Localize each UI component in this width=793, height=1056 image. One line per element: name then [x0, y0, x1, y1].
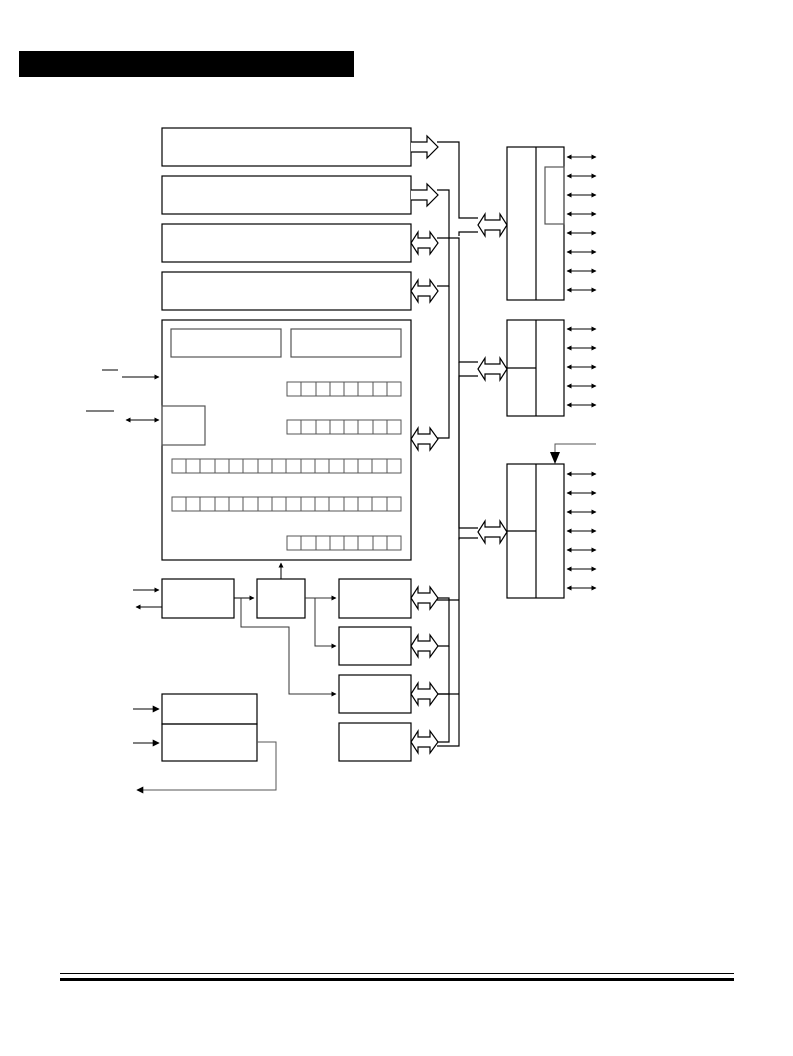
peripheral-3	[338, 674, 412, 714]
bus-arrow-per2	[410, 632, 439, 660]
clock-block-a	[161, 578, 235, 619]
power-out	[136, 741, 277, 794]
peripheral-1	[338, 578, 412, 619]
bus-arrow-mem4	[410, 277, 439, 305]
memory-block-2	[161, 175, 412, 215]
power-block-bottom	[161, 723, 258, 762]
bus-arrow-port-b	[477, 355, 508, 383]
bus-arrow-per4	[410, 728, 439, 756]
memory-block-4	[161, 271, 412, 311]
cpu-core	[161, 319, 412, 561]
register-row-5	[286, 535, 402, 551]
port-c-input-line	[554, 443, 596, 458]
bus-arrow-mem1	[411, 134, 439, 160]
peripheral-2	[338, 626, 412, 666]
port-pins	[566, 154, 597, 591]
cpu-left-port	[161, 405, 206, 446]
bus-arrow-mem3	[410, 229, 439, 257]
bus-arrow-cpu	[410, 425, 439, 453]
port-a-inner	[544, 166, 565, 225]
bus-arrows	[410, 134, 508, 756]
memory-block-3	[161, 223, 412, 263]
clock-to-peripheral-3	[240, 598, 337, 697]
memory-block-1	[161, 127, 412, 167]
cpu-unit-left	[170, 328, 282, 358]
cpu-unit-right	[290, 328, 402, 358]
register-row-3	[171, 458, 402, 474]
clock-b-to-per2	[314, 598, 337, 649]
footer-rule-thin	[60, 973, 734, 974]
register-row-4	[171, 496, 402, 512]
bus-arrow-mem2	[411, 182, 439, 208]
register-row-1	[286, 381, 402, 397]
bus-arrow-port-a	[477, 211, 508, 239]
register-row-2	[286, 419, 402, 435]
bus-arrow-per1	[410, 584, 439, 612]
peripheral-4	[338, 722, 412, 762]
header-title-bar	[19, 51, 354, 77]
bus-arrow-per3	[410, 680, 439, 708]
clock-block-b	[256, 578, 306, 619]
system-bus	[437, 141, 478, 747]
port-c-input-arrow	[550, 452, 560, 464]
power-block-top	[161, 693, 258, 725]
footer-rule-thick	[60, 978, 734, 981]
bus-arrow-port-c	[477, 518, 508, 546]
